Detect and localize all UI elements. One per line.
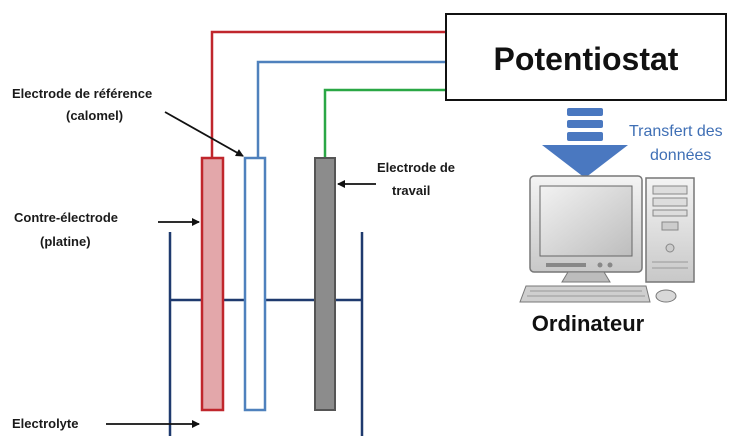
reference-electrode-label: Electrode de référence (calomel) [12,86,156,123]
reference-electrode-wire [256,60,446,158]
working-electrode-wire [323,88,446,158]
computer-label: Ordinateur [532,311,645,336]
computer-icon [519,175,695,303]
potentiostat-label: Potentiostat [494,41,679,77]
potentiostat-box [445,13,727,101]
counter-electrode [200,156,225,412]
counter-electrode-label: Contre-électrode (platine) [14,210,122,249]
electrolyte-label: Electrolyte [12,416,78,431]
transfer-label: Transfert des données [629,123,727,164]
reference-pointer-arrow [164,111,244,157]
reference-electrode [243,156,267,412]
data-transfer-arrow-icon [542,108,628,178]
working-electrode [314,157,336,411]
counter-electrode-wire [210,30,446,158]
working-electrode-label: Electrode de travail [377,160,459,198]
